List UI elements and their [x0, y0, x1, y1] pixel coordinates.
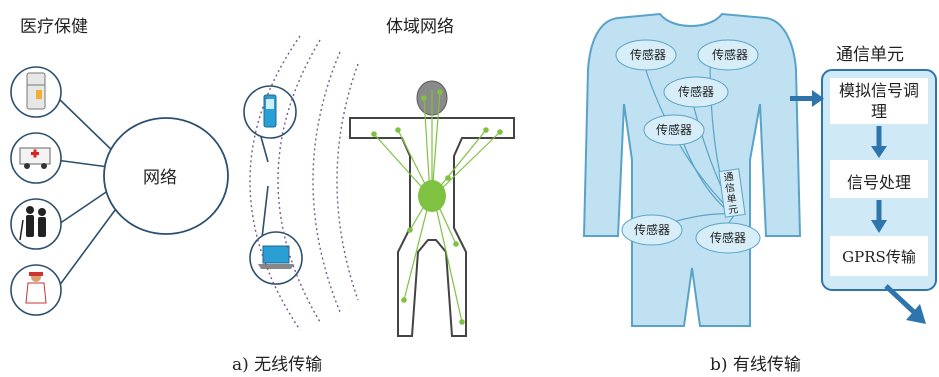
panel-wired: 传感器 传感器 传感器 传感器 传感器 传感器 通信单元 通信单元 模拟信号调理… — [560, 0, 939, 377]
elderly-people-icon — [11, 199, 61, 249]
panel-wireless: 医疗保健 体域网络 — [0, 0, 560, 377]
sensor-label: 传感器 — [712, 46, 748, 63]
wireless-diagram — [0, 0, 560, 377]
caption-wireless: a) 无线传输 — [232, 350, 322, 375]
comm-unit-title: 通信单元 — [836, 40, 904, 65]
body-suit — [584, 14, 800, 326]
caption-wired: b) 有线传输 — [710, 350, 801, 375]
sensor-label: 传感器 — [656, 121, 692, 138]
wireless-arcs — [250, 36, 358, 330]
sensor-label: 传感器 — [678, 83, 714, 100]
ambulance-icon — [11, 133, 61, 183]
body-hub-node — [418, 180, 446, 212]
block-gprs-transmission: GPRS传输 — [832, 246, 926, 267]
mobile-phone-icon — [244, 86, 296, 138]
sensor-label: 传感器 — [634, 221, 670, 238]
network-label: 网络 — [143, 163, 177, 188]
sensor-label: 传感器 — [630, 46, 666, 63]
output-arrow — [886, 286, 926, 324]
block-analog-conditioning: 模拟信号调理 — [832, 80, 926, 122]
refrigerator-icon — [11, 67, 61, 117]
block-signal-processing: 信号处理 — [832, 169, 926, 193]
nurse-icon — [11, 265, 61, 315]
sensor-label: 传感器 — [710, 229, 746, 246]
